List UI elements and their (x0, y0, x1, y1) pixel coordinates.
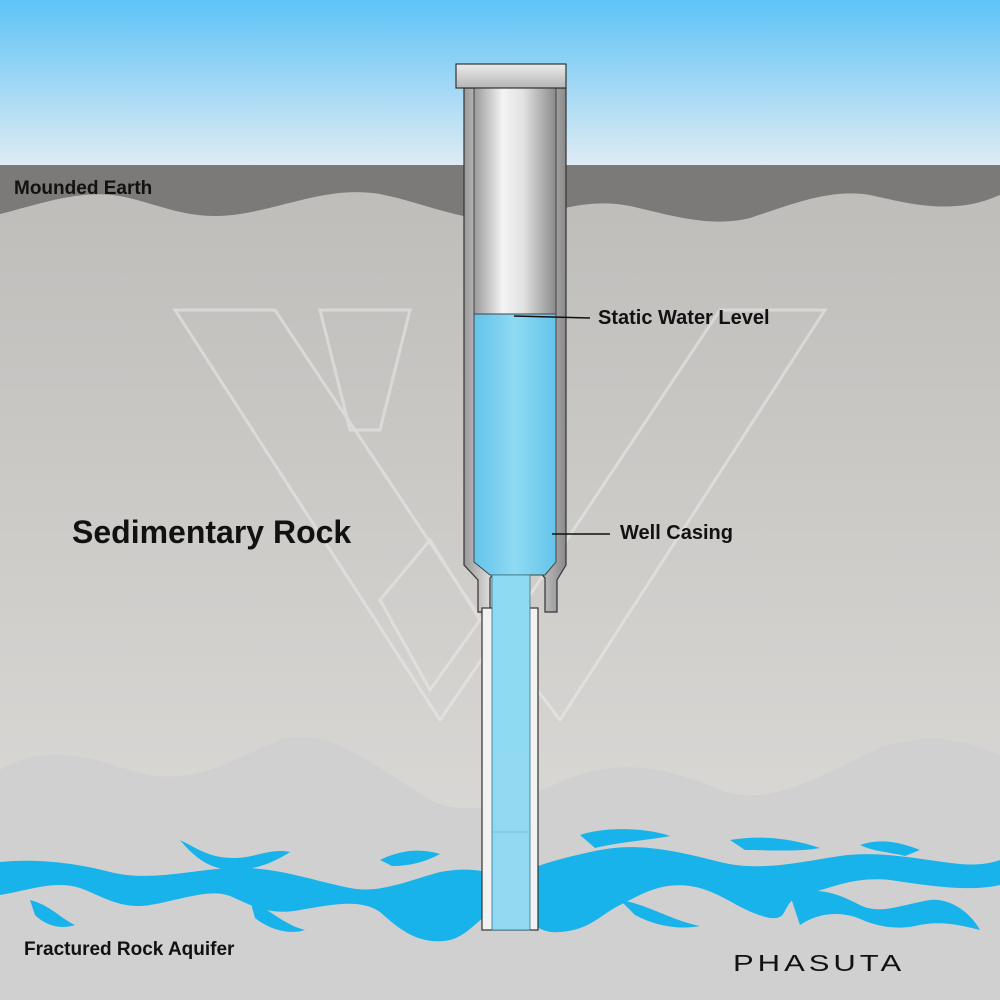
mounded-earth-label: Mounded Earth (14, 178, 153, 199)
well-cap (455, 63, 567, 89)
brand-logo: PHASUTA (733, 950, 906, 977)
static-water-level-label: Static Water Level (598, 307, 770, 329)
well-casing-upper (463, 87, 567, 613)
fractured-rock-aquifer-label: Fractured Rock Aquifer (24, 939, 235, 960)
static-water-level-leader (513, 315, 591, 319)
well-screen (493, 752, 531, 928)
well-casing-label: Well Casing (620, 522, 733, 544)
sedimentary-rock-label: Sedimentary Rock (72, 514, 352, 550)
well-casing-lower (481, 574, 539, 931)
